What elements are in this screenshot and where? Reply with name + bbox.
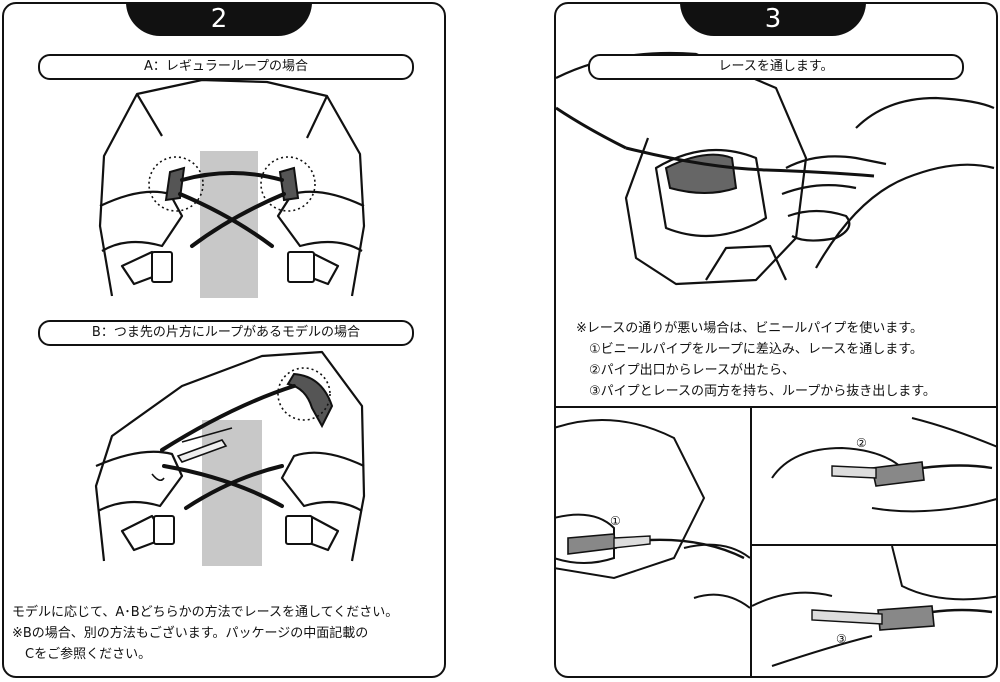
sub-step-2: ② (752, 408, 996, 546)
sub-step-3-label: ③ (836, 632, 847, 646)
step-2-note-line: モデルに応じて、A･Bどちらかの方法でレースを通してください。 (12, 605, 399, 620)
step-3-panel: 3 レースを通します。 ※レースの通りが悪い場合は、ビニールパイプを使います。 … (554, 2, 998, 678)
step-3-number-tab: 3 (680, 4, 866, 36)
step-3-caption-text: レースを通します。 (718, 59, 834, 74)
step-2-note-line: ※Bの場合、別の方法もございます。パッケージの中面記載の (12, 626, 369, 641)
illustration-sub-step-1 (556, 419, 750, 609)
illustration-sub-step-3 (752, 546, 996, 667)
illustration-threading-lace (556, 51, 995, 286)
step-3-note-line: ※レースの通りが悪い場合は、ビニールパイプを使います。 (576, 321, 923, 336)
caption-b: B：つま先の片方にループがあるモデルの場合 (38, 320, 414, 346)
step-2-note-line: Cをご参照ください。 (12, 647, 152, 662)
step-3-note-line: ①ビニールパイプをループに差込み、レースを通します。 (576, 342, 923, 357)
illustration-regular-loop (98, 78, 366, 298)
sub-step-1-label: ① (610, 514, 621, 528)
step-2-panel: 2 A：レギュラーループの場合 B：つま先の片方にループがあるモデルの場合 (2, 2, 446, 678)
caption-b-text: B：つま先の片方にループがあるモデルの場合 (91, 325, 361, 340)
illustration-toe-loop (94, 350, 366, 566)
step-3-note: ※レースの通りが悪い場合は、ビニールパイプを使います。 ①ビニールパイプをループ… (576, 318, 936, 402)
sub-step-grid: ① ② (556, 406, 996, 676)
step-3-number: 3 (764, 4, 782, 34)
caption-a-text: A：レギュラーループの場合 (143, 59, 309, 74)
sub-step-3: ③ (752, 546, 996, 676)
sub-step-2-label: ② (856, 436, 867, 450)
step-3-note-line: ③パイプとレースの両方を持ち、ループから抜き出します。 (576, 384, 936, 399)
step-2-note: モデルに応じて、A･Bどちらかの方法でレースを通してください。 ※Bの場合、別の… (12, 602, 398, 665)
step-3-note-line: ②パイプ出口からレースが出たら、 (576, 363, 796, 378)
step-3-caption: レースを通します。 (588, 54, 964, 80)
illustration-sub-step-2 (771, 417, 996, 513)
sub-step-1: ① (556, 408, 752, 676)
step-2-number-tab: 2 (126, 4, 312, 36)
caption-a: A：レギュラーループの場合 (38, 54, 414, 80)
step-2-number: 2 (210, 4, 228, 34)
